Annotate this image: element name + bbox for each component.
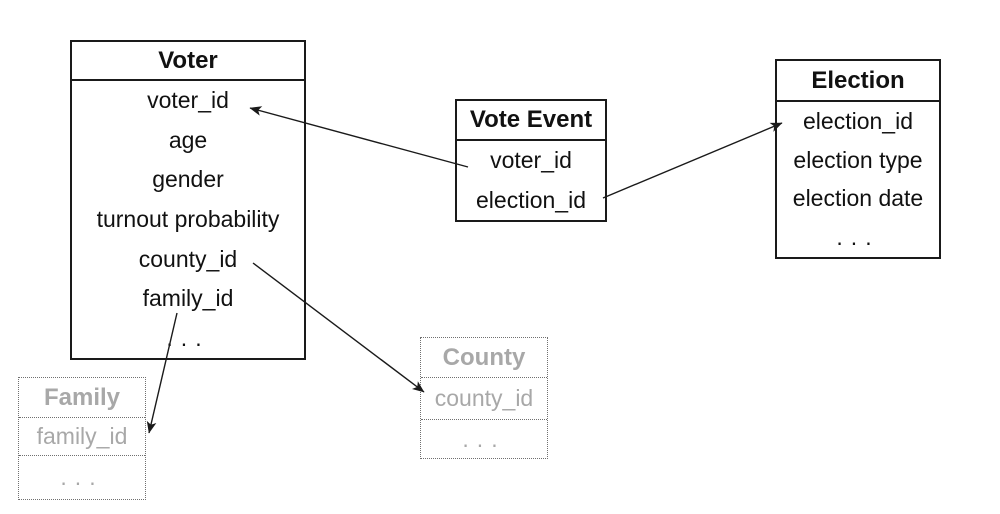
voter-field-family-id: family_id — [142, 285, 234, 312]
election-field-election-date: election date — [792, 185, 924, 212]
election-field-election-id: election_id — [803, 107, 913, 134]
vote-event-field-election-id: election_id — [476, 186, 586, 213]
county-field-ellipsis: ... — [462, 425, 506, 452]
vote-event-table-title: Vote Event — [457, 101, 605, 141]
voter-field-county-id: county_id — [138, 245, 238, 272]
county-field-county-id: county_id — [421, 378, 547, 420]
county-table: County county_id ... — [420, 337, 548, 459]
voter-table-title: Voter — [72, 42, 304, 81]
voter-table: Voter voter_id age gender turnout probab… — [70, 40, 306, 360]
county-table-title: County — [421, 338, 547, 378]
election-field-ellipsis: ... — [836, 224, 880, 251]
arrow-voteevent-electionid-to-election-electionid — [602, 122, 783, 199]
vote-event-table: Vote Event voter_id election_id — [455, 99, 607, 222]
voter-field-gender: gender — [152, 166, 224, 193]
election-field-election-type: election type — [793, 146, 923, 173]
vote-event-field-voter-id: voter_id — [490, 147, 572, 174]
voter-field-age: age — [168, 126, 208, 153]
voter-field-turnout-probability: turnout probability — [96, 206, 280, 233]
family-field-family-id: family_id — [19, 418, 145, 456]
voter-field-voter-id: voter_id — [147, 87, 229, 114]
voter-field-ellipsis: ... — [166, 324, 210, 351]
election-table: Election election_id election type elect… — [775, 59, 941, 259]
family-field-ellipsis: ... — [60, 464, 104, 490]
election-table-title: Election — [777, 61, 939, 102]
family-table: Family family_id ... — [18, 377, 146, 500]
family-table-title: Family — [19, 378, 145, 418]
